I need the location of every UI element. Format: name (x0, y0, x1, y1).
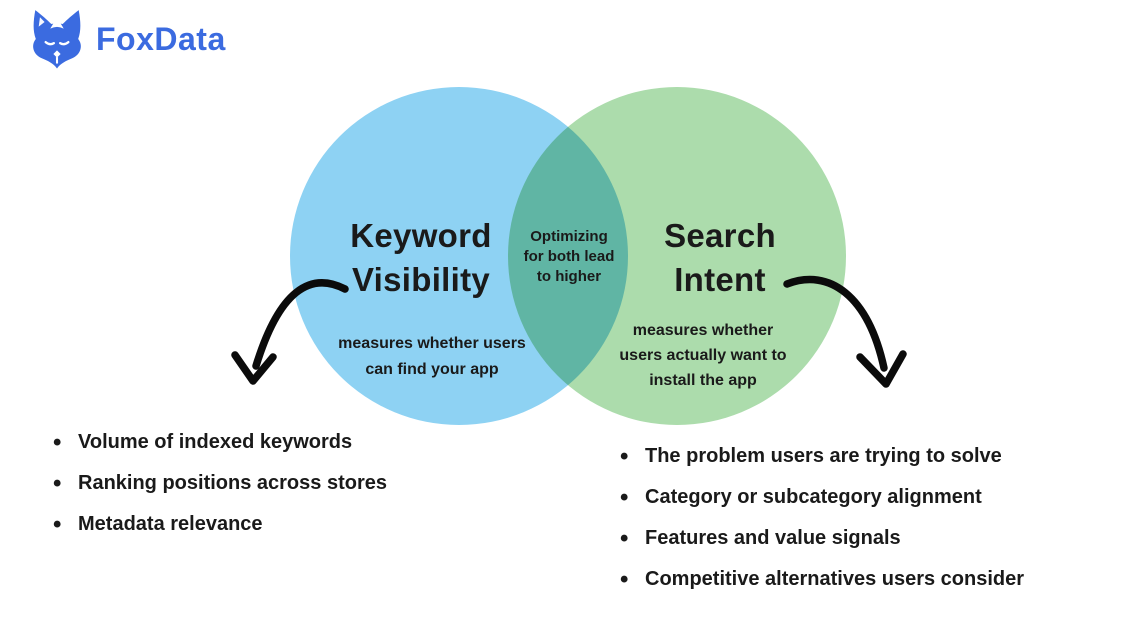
list-item: Ranking positions across stores (53, 463, 387, 504)
list-item: Metadata relevance (53, 504, 387, 545)
list-item: The problem users are trying to solve (620, 436, 1024, 477)
list-item: Competitive alternatives users consider (620, 559, 1024, 600)
foxdata-logo: FoxData (26, 8, 226, 70)
fox-icon (33, 10, 81, 69)
brand-name: FoxData (96, 20, 226, 57)
keyword-visibility-list: Volume of indexed keywordsRanking positi… (53, 422, 387, 545)
list-item: Features and value signals (620, 518, 1024, 559)
list-item: Category or subcategory alignment (620, 477, 1024, 518)
list-item: Volume of indexed keywords (53, 422, 387, 463)
search-intent-list: The problem users are trying to solveCat… (620, 436, 1024, 600)
